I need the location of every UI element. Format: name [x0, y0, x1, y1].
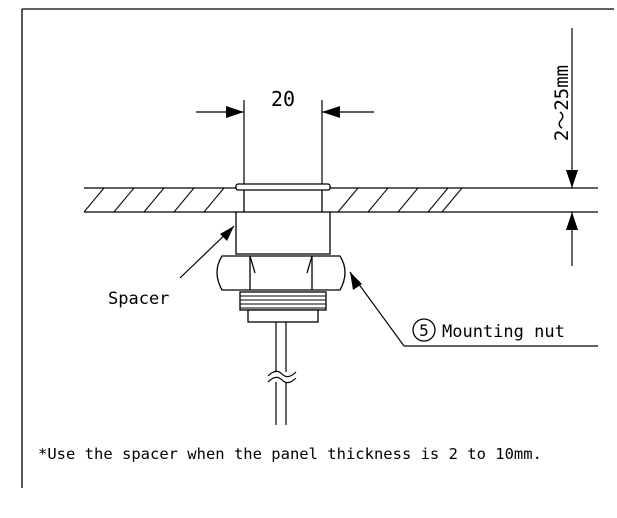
thread	[239, 291, 327, 311]
thickness-value: 2～25mm	[551, 65, 573, 141]
panel-hatching	[83, 187, 463, 213]
footnote: *Use the spacer when the panel thickness…	[38, 445, 542, 463]
panel	[83, 187, 598, 213]
width-value: 20	[271, 87, 295, 111]
nut-leader	[349, 271, 598, 347]
mounting-nut	[216, 255, 346, 291]
thickness-dimension	[566, 28, 578, 266]
frame	[21, 8, 614, 488]
spacer-label: Spacer	[108, 289, 169, 309]
bottom-cap	[247, 309, 319, 323]
spacer-leader	[179, 225, 235, 279]
cable	[267, 322, 297, 425]
mounting-nut-label: Mounting nut	[442, 322, 565, 342]
part-number-circle	[412, 318, 436, 342]
width-dimension	[196, 100, 374, 184]
sensor-body	[216, 183, 346, 323]
flange	[235, 183, 331, 191]
part-number: 5	[419, 321, 429, 340]
spacer	[235, 211, 331, 255]
